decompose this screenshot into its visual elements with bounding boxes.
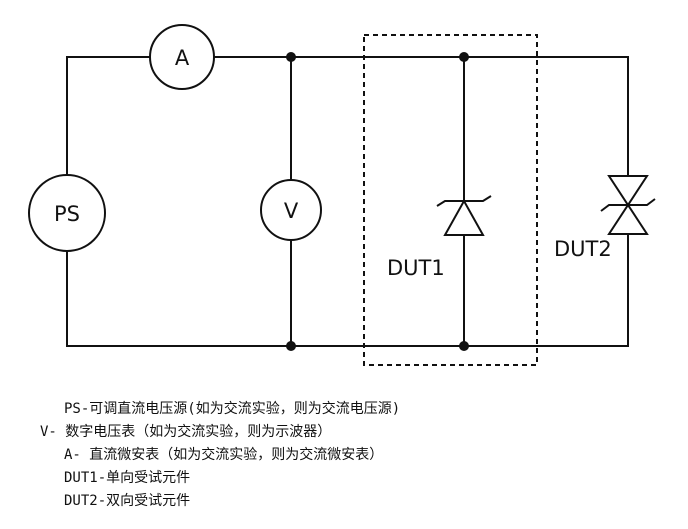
voltmeter-label: V xyxy=(284,199,299,223)
power-supply-label: PS xyxy=(54,202,80,226)
dut1-diode-symbol xyxy=(436,195,492,236)
power-supply-symbol: PS xyxy=(28,174,106,252)
dut1-label: DUT1 xyxy=(387,256,445,280)
junction-dot xyxy=(459,341,469,351)
ammeter-label: A xyxy=(175,46,190,70)
legend-dut2: DUT2-双向受试元件 xyxy=(64,493,191,509)
ammeter-symbol: A xyxy=(149,24,215,90)
dut1-dashed-box xyxy=(363,34,538,366)
dut2-label: DUT2 xyxy=(554,237,612,261)
junction-dot xyxy=(459,52,469,62)
legend-v: V- 数字电压表（如为交流实验，则为示波器） xyxy=(40,424,332,440)
circuit-diagram: A PS V DUT1 DUT2 xyxy=(28,24,656,366)
junction-dot xyxy=(286,341,296,351)
junction-dots xyxy=(286,52,469,351)
legend-a: A- 直流微安表（如为交流实验，则为交流微安表） xyxy=(64,447,384,463)
voltmeter-symbol: V xyxy=(260,179,322,241)
dut2-bidirectional-symbol xyxy=(600,175,656,235)
legend-ps: PS-可调直流电压源(如为交流实验，则为交流电压源) xyxy=(64,401,401,417)
legend-dut1: DUT1-单向受试元件 xyxy=(64,470,191,486)
junction-dot xyxy=(286,52,296,62)
